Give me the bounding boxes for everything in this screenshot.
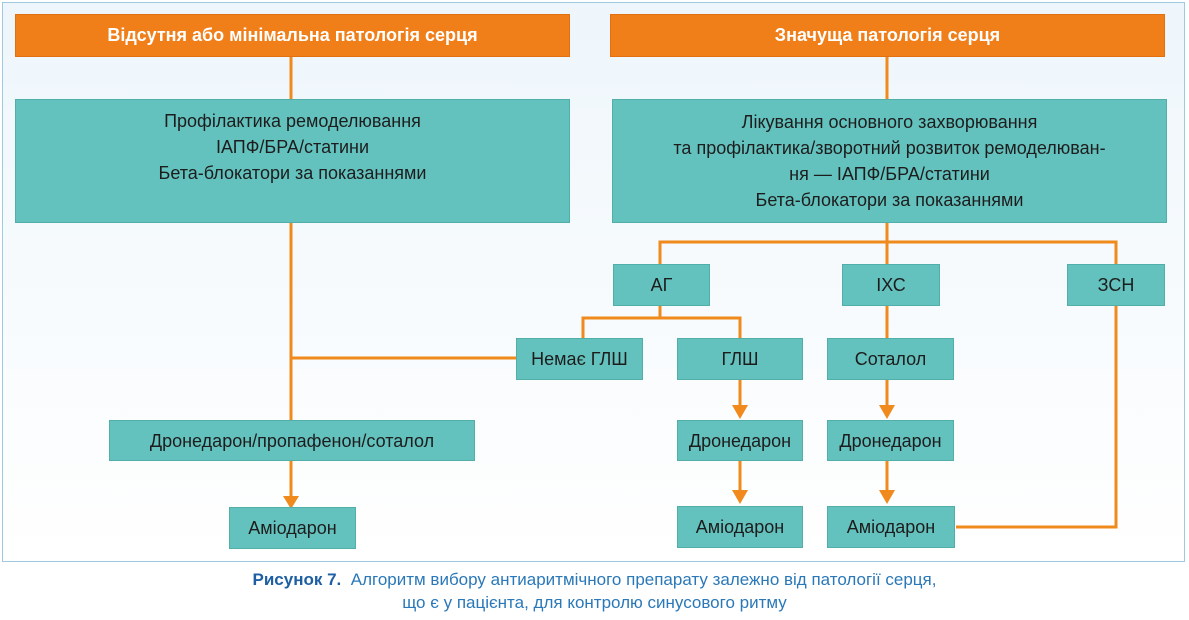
remodeling-line-2: ІАПФ/БРА/статини	[216, 137, 369, 157]
caption-line-1: Рисунок 7. Алгоритм вибору антиаритмічно…	[0, 568, 1189, 591]
connector-hf-to-amio	[956, 306, 1118, 529]
header-significant-pathology: Значуща патологія серця	[610, 14, 1165, 57]
treatment-line-1: Лікування основного захворювання	[741, 112, 1038, 132]
node-hf: ЗСН	[1067, 264, 1165, 306]
caption-text-2: що є у пацієнта, для контролю синусового…	[402, 593, 787, 612]
arrowhead-ihd-drone	[879, 405, 895, 419]
diagram-frame	[2, 2, 1185, 562]
connector-branch-bar	[658, 240, 1118, 264]
treatment-line-2: та профілактика/зворотний розвиток ремод…	[673, 138, 1106, 158]
node-ag: АГ	[613, 264, 710, 306]
caption-text-1: Алгоритм вибору антиаритмічного препарат…	[350, 570, 937, 589]
treatment-line-4: Бета-блокатори за показаннями	[755, 190, 1024, 210]
header-no-pathology: Відсутня або мінімальна патологія серця	[15, 14, 570, 57]
node-ihd-amiodarone: Аміодарон	[827, 506, 955, 548]
arrowhead-lvh-amio	[732, 490, 748, 504]
remodeling-line-1: Профілактика ремоделювання	[164, 111, 421, 131]
box-underlying-disease-treatment: Лікування основного захворювання та проф…	[612, 99, 1167, 223]
arrowhead-left-amio	[283, 496, 299, 509]
caption-label: Рисунок 7.	[252, 570, 342, 589]
node-lvh-amiodarone: Аміодарон	[677, 506, 803, 548]
node-sotalol: Соталол	[827, 338, 954, 380]
arrowhead-lvh-drone	[732, 405, 748, 419]
connector-ag-split	[581, 316, 742, 338]
node-ihd-dronedarone: Дронедарон	[827, 420, 954, 461]
node-dronedarone-propafenone-sotalol: Дронедарон/пропафенон/соталол	[109, 420, 475, 461]
node-lvh-dronedarone: Дронедарон	[677, 420, 803, 461]
box-remodeling-prevention: Профілактика ремоделювання ІАПФ/БРА/стат…	[15, 99, 570, 223]
figure-caption: Рисунок 7. Алгоритм вибору антиаритмічно…	[0, 568, 1189, 614]
arrowhead-ihd-amio	[879, 490, 895, 504]
node-no-lvh: Немає ГЛШ	[516, 338, 643, 380]
node-ihd: ІХС	[842, 264, 940, 306]
node-lvh: ГЛШ	[677, 338, 803, 380]
node-left-amiodarone: Аміодарон	[229, 507, 356, 549]
treatment-line-3: ня — ІАПФ/БРА/статини	[789, 164, 990, 184]
remodeling-line-3: Бета-блокатори за показаннями	[158, 163, 427, 183]
